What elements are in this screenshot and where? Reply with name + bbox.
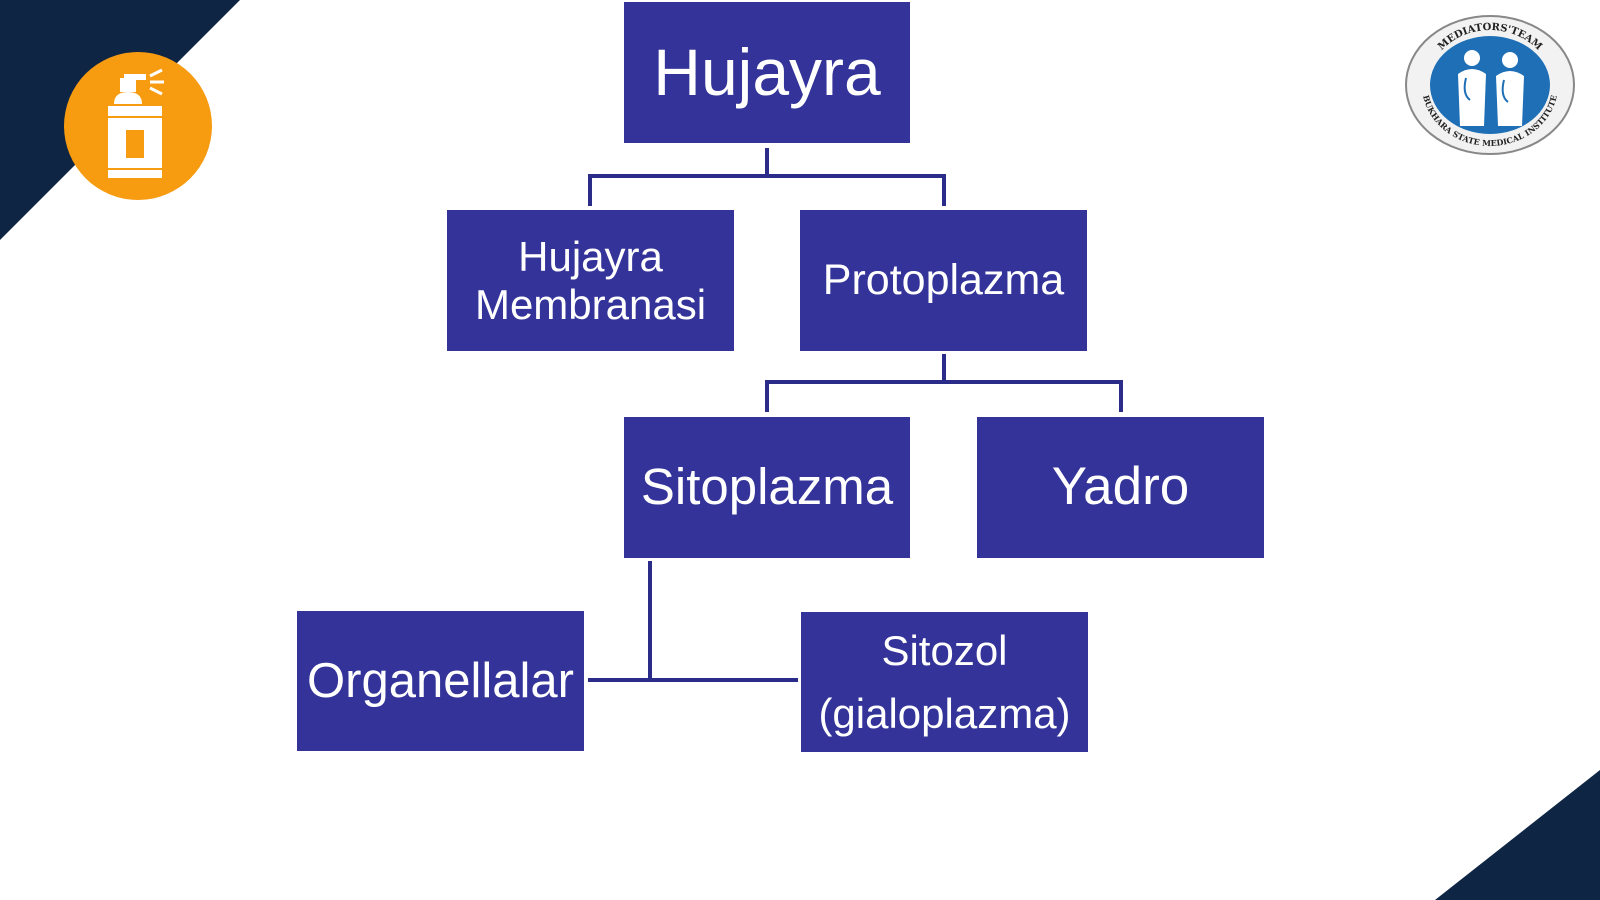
node-sitoplazma: Sitoplazma: [624, 417, 910, 558]
node-protoplazma: Protoplazma: [800, 210, 1087, 351]
spray-can-icon: [108, 68, 164, 178]
node-hujayra-membranasi: Hujayra Membranasi: [447, 210, 734, 351]
node-label: Yadro: [1051, 457, 1190, 517]
node-sitozol: Sitozol (gialoplazma): [801, 612, 1088, 752]
institute-seal-logo: MEDIATORS'TEAM BUKHARA STATE MEDICAL INS…: [1405, 15, 1575, 155]
node-hujayra: Hujayra: [624, 2, 910, 143]
node-organellalar: Organellalar: [297, 611, 584, 751]
spray-can-badge: [64, 52, 212, 200]
node-label: Sitoplazma: [640, 458, 894, 516]
connector-protoplasm-children: [765, 354, 1123, 412]
connector-root-children: [588, 148, 946, 206]
node-label: Protoplazma: [822, 255, 1065, 304]
node-label: Hujayra: [653, 34, 881, 109]
node-label: Organellalar: [307, 653, 574, 708]
node-yadro: Yadro: [977, 417, 1264, 558]
node-label: Hujayra Membranasi: [474, 233, 707, 328]
node-label: Sitozol (gialoplazma): [818, 627, 1071, 737]
connector-cytoplasm-children: [588, 561, 798, 682]
